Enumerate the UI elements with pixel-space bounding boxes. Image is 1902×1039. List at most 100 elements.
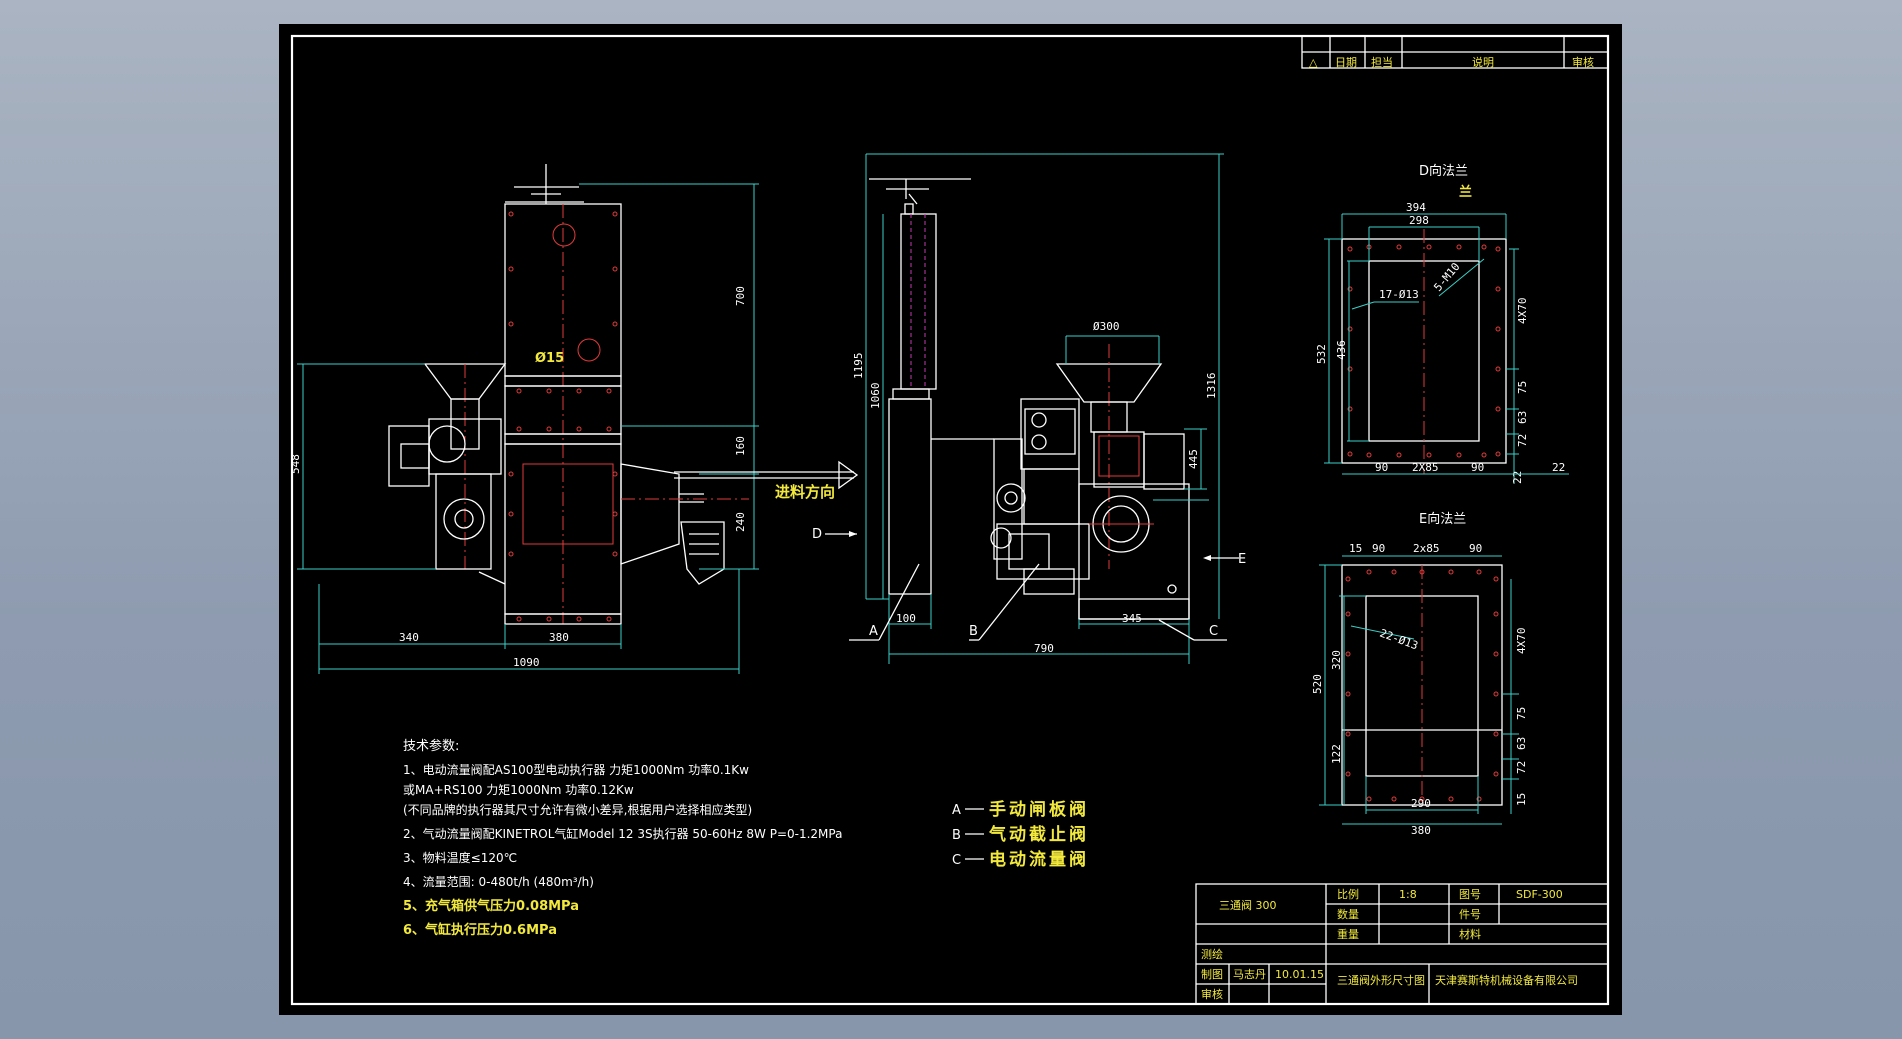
flange-d-394: 394 — [1406, 201, 1426, 214]
arrow-e-label: E — [1238, 552, 1246, 567]
tb-qty-label: 数量 — [1337, 908, 1359, 921]
flange-d-75: 75 — [1516, 381, 1529, 394]
flange-e-320: 320 — [1330, 650, 1343, 670]
notes-line-1: 1、电动流量阀配AS100型电动执行器 力矩1000Nm 功率0.1Kw — [403, 762, 749, 777]
notes-line-3: (不同品牌的执行器其尺寸允许有微小差异,根据用户选择相应类型) — [403, 802, 752, 817]
tb-company: 天津赛斯特机械设备有限公司 — [1435, 973, 1578, 987]
flange-d-298: 298 — [1409, 214, 1429, 227]
dim-340: 340 — [399, 631, 419, 644]
notes-title: 技术参数: — [403, 738, 459, 754]
dim-100: 100 — [896, 612, 916, 625]
drawing-sheet: △ 日期 担当 说明 审核 — [279, 24, 1622, 1015]
flange-e-2x85: 2x85 — [1413, 542, 1440, 555]
cad-drawing: △ 日期 担当 说明 审核 — [289, 34, 1610, 1006]
dim-445: 445 — [1187, 449, 1200, 469]
tb-weight-label: 重量 — [1337, 927, 1359, 941]
label-b: B — [969, 624, 978, 639]
dim-1060: 1060 — [869, 383, 882, 410]
arrow-d-label: D — [812, 527, 822, 542]
notes-highlight-2: 6、气缸执行压力0.6MPa — [403, 922, 557, 938]
tb-checked-label: 审核 — [1201, 987, 1223, 1001]
notes-line-4: 2、气动流量阀配KINETROL气缸Model 12 3S执行器 50-60Hz… — [403, 826, 842, 841]
flange-d-90b: 90 — [1471, 461, 1484, 474]
flange-e-122: 122 — [1330, 744, 1343, 764]
tb-drawing-title: 三通阀外形尺寸图 — [1337, 973, 1425, 987]
technical-notes: 技术参数: 1、电动流量阀配AS100型电动执行器 力矩1000Nm 功率0.1… — [403, 738, 842, 938]
tb-material-label: 材料 — [1459, 927, 1481, 941]
tb-drawing-no-value: SDF-300 — [1516, 888, 1563, 901]
flange-e-15: 15 — [1349, 542, 1362, 555]
flange-e-380: 380 — [1411, 824, 1431, 837]
dim-1195: 1195 — [852, 353, 865, 380]
title-block: 三通阀 300 比例 1:8 图号 SDF-300 数量 件号 重量 材料 测绘… — [1195, 883, 1609, 1005]
notes-line-5: 3、物料温度≤120℃ — [403, 850, 517, 865]
rev-person: 担当 — [1371, 55, 1393, 69]
tb-part-no-label: 件号 — [1459, 908, 1481, 921]
flange-e-520: 520 — [1311, 674, 1324, 694]
notes-line-6: 4、流量范围: 0-480t/h (480m³/h) — [403, 875, 594, 889]
flange-d-532: 532 — [1315, 344, 1328, 364]
flange-d-4x70: 4X70 — [1516, 298, 1529, 325]
svg-text:兰: 兰 — [1459, 184, 1472, 200]
bolt-holes-front — [508, 211, 618, 622]
flange-d-436: 436 — [1335, 340, 1348, 360]
flange-d-63: 63 — [1516, 411, 1529, 424]
tb-drafted-label: 测绘 — [1201, 947, 1223, 961]
front-dimensions: 700 160 240 548 340 380 1090 Ø15 — [289, 183, 759, 674]
legend-key-a: A — [952, 803, 961, 818]
flange-e-75: 75 — [1515, 707, 1528, 720]
dim-790: 790 — [1034, 642, 1054, 655]
notes-line-2: 或MA+RS100 力矩1000Nm 功率0.12Kw — [403, 782, 634, 797]
flange-e-holes — [1345, 569, 1499, 802]
flange-e-15b: 15 — [1515, 793, 1528, 806]
front-view: 700 160 240 548 340 380 1090 Ø15 进料方向 D — [289, 164, 859, 674]
flange-e-view: E向法兰 15 90 2x85 90 520 320 122 22-Ø13 4X… — [1311, 511, 1528, 837]
rev-review: 审核 — [1572, 55, 1594, 69]
flange-d-holes — [1347, 244, 1501, 458]
legend-text-c: 电动流量阀 — [989, 849, 1089, 870]
tb-drawn-label: 制图 — [1201, 968, 1223, 981]
flange-d-holes-17: 17-Ø13 — [1379, 288, 1419, 301]
dim-548: 548 — [289, 454, 302, 474]
valve-legend: A 手动闸板阀 B 气动截止阀 C 电动流量阀 — [952, 799, 1089, 870]
label-a: A — [869, 624, 878, 639]
label-c: C — [1209, 624, 1218, 639]
flange-d-title: D向法兰 — [1419, 163, 1468, 179]
dim-160: 160 — [734, 436, 747, 456]
flange-e-title: E向法兰 — [1419, 511, 1466, 527]
tb-scale-value: 1:8 — [1399, 888, 1417, 901]
legend-key-b: B — [952, 828, 961, 843]
flange-d-2x85: 2X85 — [1412, 461, 1439, 474]
flange-e-72: 72 — [1515, 761, 1528, 774]
flange-e-90a: 90 — [1372, 542, 1385, 555]
flange-e-4x70: 4X70 — [1515, 628, 1528, 655]
flange-e-290: 290 — [1411, 797, 1431, 810]
rev-symbol: △ — [1309, 56, 1318, 69]
dim-700: 700 — [734, 286, 747, 306]
notes-highlight-1: 5、充气箱供气压力0.08MPa — [403, 898, 579, 914]
tb-date: 10.01.15 — [1275, 968, 1324, 981]
dim-345: 345 — [1122, 612, 1142, 625]
tb-name: 三通阀 300 — [1219, 898, 1277, 912]
sheet-border — [290, 34, 1610, 1006]
tb-scale-label: 比例 — [1337, 887, 1359, 901]
flange-e-holes-22: 22-Ø13 — [1378, 627, 1420, 653]
legend-text-a: 手动闸板阀 — [989, 799, 1089, 820]
feed-direction-label: 进料方向 — [775, 483, 835, 501]
dim-1316: 1316 — [1205, 373, 1218, 400]
rev-description: 说明 — [1472, 55, 1494, 69]
tb-drawing-no-label: 图号 — [1459, 888, 1481, 901]
tb-drawn-by: 马志丹 — [1233, 968, 1266, 981]
flange-d-view: D向法兰 394 298 兰 532 436 17-Ø13 5-M10 — [1315, 163, 1569, 484]
dim-300: Ø300 — [1093, 320, 1120, 333]
dim-hole-15: Ø15 — [535, 351, 564, 366]
rev-date: 日期 — [1335, 56, 1357, 69]
revision-table: △ 日期 担当 说明 审核 — [1301, 35, 1609, 69]
side-view: 1195 1060 1316 445 Ø300 100 345 790 A B … — [849, 153, 1246, 664]
flange-d-72: 72 — [1516, 434, 1529, 447]
flange-e-90b: 90 — [1469, 542, 1482, 555]
dim-240: 240 — [734, 512, 747, 532]
dim-1090: 1090 — [513, 656, 540, 669]
flange-d-90a: 90 — [1375, 461, 1388, 474]
legend-key-c: C — [952, 853, 961, 868]
